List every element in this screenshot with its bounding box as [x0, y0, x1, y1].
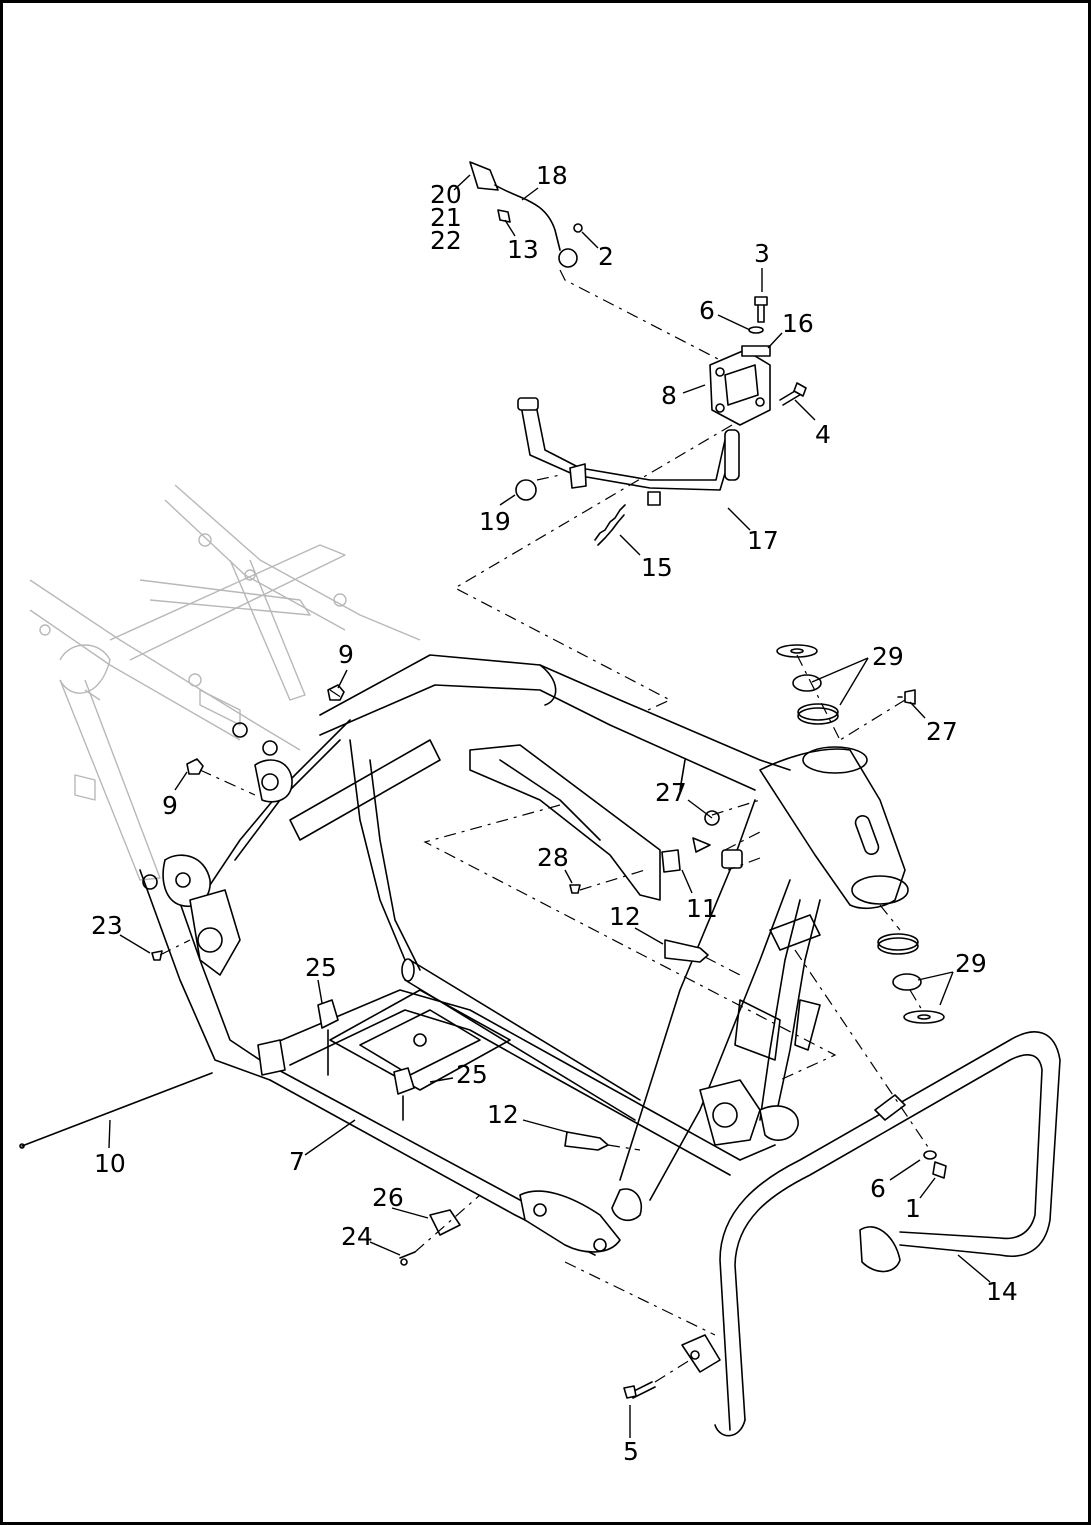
sidestand-assembly — [469, 161, 807, 546]
callout-3: 3 — [754, 239, 770, 268]
callout-24: 24 — [341, 1222, 373, 1251]
steering-bearings — [776, 644, 945, 1024]
callout-8: 8 — [661, 381, 677, 410]
callout-15: 15 — [641, 553, 673, 582]
callout-19: 19 — [479, 507, 511, 536]
small-hardware — [19, 684, 947, 1399]
callout-5: 5 — [623, 1437, 639, 1466]
rear-frame-ghost — [29, 484, 421, 881]
callout-27-center: 27 — [655, 778, 687, 807]
assembly-lines — [159, 269, 931, 1383]
callout-12-upper: 12 — [609, 902, 641, 931]
callout-6-top: 6 — [699, 296, 715, 325]
main-frame — [139, 654, 909, 1256]
callout-14: 14 — [986, 1277, 1018, 1306]
callout-25-lower: 25 — [456, 1060, 488, 1089]
callout-1: 1 — [905, 1194, 921, 1223]
callout-2: 2 — [598, 242, 614, 271]
callout-6-lower: 6 — [870, 1174, 886, 1203]
callout-22: 22 — [430, 226, 462, 255]
leader-lines — [108, 174, 991, 1438]
callout-13: 13 — [507, 235, 539, 264]
callout-29-bottom: 29 — [955, 949, 987, 978]
callout-9-lower: 9 — [162, 791, 178, 820]
callout-25-upper: 25 — [305, 953, 337, 982]
callout-26: 26 — [372, 1183, 404, 1212]
callout-9-upper: 9 — [338, 640, 354, 669]
callout-labels: 18 20 21 22 13 2 3 6 16 8 4 19 17 15 29 … — [91, 161, 1018, 1466]
callout-11: 11 — [686, 894, 718, 923]
callout-23: 23 — [91, 911, 123, 940]
callout-4: 4 — [815, 420, 831, 449]
callout-27-right: 27 — [926, 717, 958, 746]
callout-16: 16 — [782, 309, 814, 338]
callout-10: 10 — [94, 1149, 126, 1178]
callout-17: 17 — [747, 526, 779, 555]
callout-12-lower: 12 — [487, 1100, 519, 1129]
callout-21: 21 — [430, 203, 462, 232]
callout-28: 28 — [537, 843, 569, 872]
callout-18: 18 — [536, 161, 568, 190]
callout-29-top: 29 — [872, 642, 904, 671]
callout-7: 7 — [289, 1147, 305, 1176]
callout-20: 20 — [430, 180, 462, 209]
